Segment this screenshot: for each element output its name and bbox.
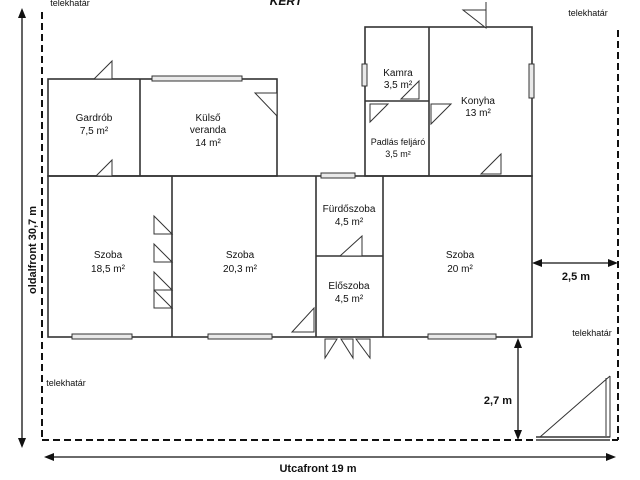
bottom-gap-label: 2,7 m	[484, 395, 512, 407]
room-kamra-name: Kamra	[383, 68, 413, 79]
lot-label-top-left: telekhatár	[50, 0, 90, 8]
room-padlas-area: 3,5 m²	[385, 149, 411, 159]
bottom-gap-dimension: 2,7 m	[484, 338, 522, 440]
garden-label: KERT	[270, 0, 304, 8]
street-front-dimension: Utcafront 19 m	[44, 453, 616, 475]
room-gardrob-area: 7,5 m²	[80, 126, 109, 137]
room-veranda-name1: Külső	[195, 113, 220, 124]
room-veranda-area: 14 m²	[195, 138, 221, 149]
room-gardrob-name: Gardrób	[76, 113, 113, 124]
room-veranda-name2: veranda	[190, 125, 227, 136]
room-szoba3-area: 20 m²	[447, 264, 473, 275]
room-szoba3-name: Szoba	[446, 250, 475, 261]
house-main-walls	[47, 175, 533, 338]
room-padlas-name: Padlás feljáró	[371, 137, 426, 147]
room-furdoszoba-name: Fürdőszoba	[323, 204, 376, 215]
room-konyha-name: Konyha	[461, 96, 495, 107]
gate-icon	[536, 375, 611, 441]
room-furdoszoba-area: 4,5 m²	[335, 217, 364, 228]
doors	[92, 2, 502, 360]
lot-boundary	[41, 12, 619, 441]
room-szoba1-area: 18,5 m²	[91, 264, 126, 275]
room-szoba1-name: Szoba	[94, 250, 123, 261]
room-kamra-area: 3,5 m²	[384, 80, 413, 91]
street-front-label: Utcafront 19 m	[279, 463, 356, 475]
lot-label-top-right: telekhatár	[568, 8, 608, 18]
room-eloszoba-name: Előszoba	[328, 281, 370, 292]
room-szoba2-name: Szoba	[226, 250, 255, 261]
side-front-dimension: oldalfront 30,7 m	[18, 8, 39, 448]
room-eloszoba-area: 4,5 m²	[335, 294, 364, 305]
right-gap-dimension: 2,5 m	[532, 259, 618, 283]
windows	[71, 63, 535, 340]
right-gap-label: 2,5 m	[562, 271, 590, 283]
lot-label-mid-right: telekhatár	[572, 328, 612, 338]
lot-label-mid-left: telekhatár	[46, 378, 86, 388]
room-szoba2-area: 20,3 m²	[223, 264, 258, 275]
side-front-label: oldalfront 30,7 m	[27, 206, 39, 294]
room-konyha-area: 13 m²	[465, 108, 491, 119]
